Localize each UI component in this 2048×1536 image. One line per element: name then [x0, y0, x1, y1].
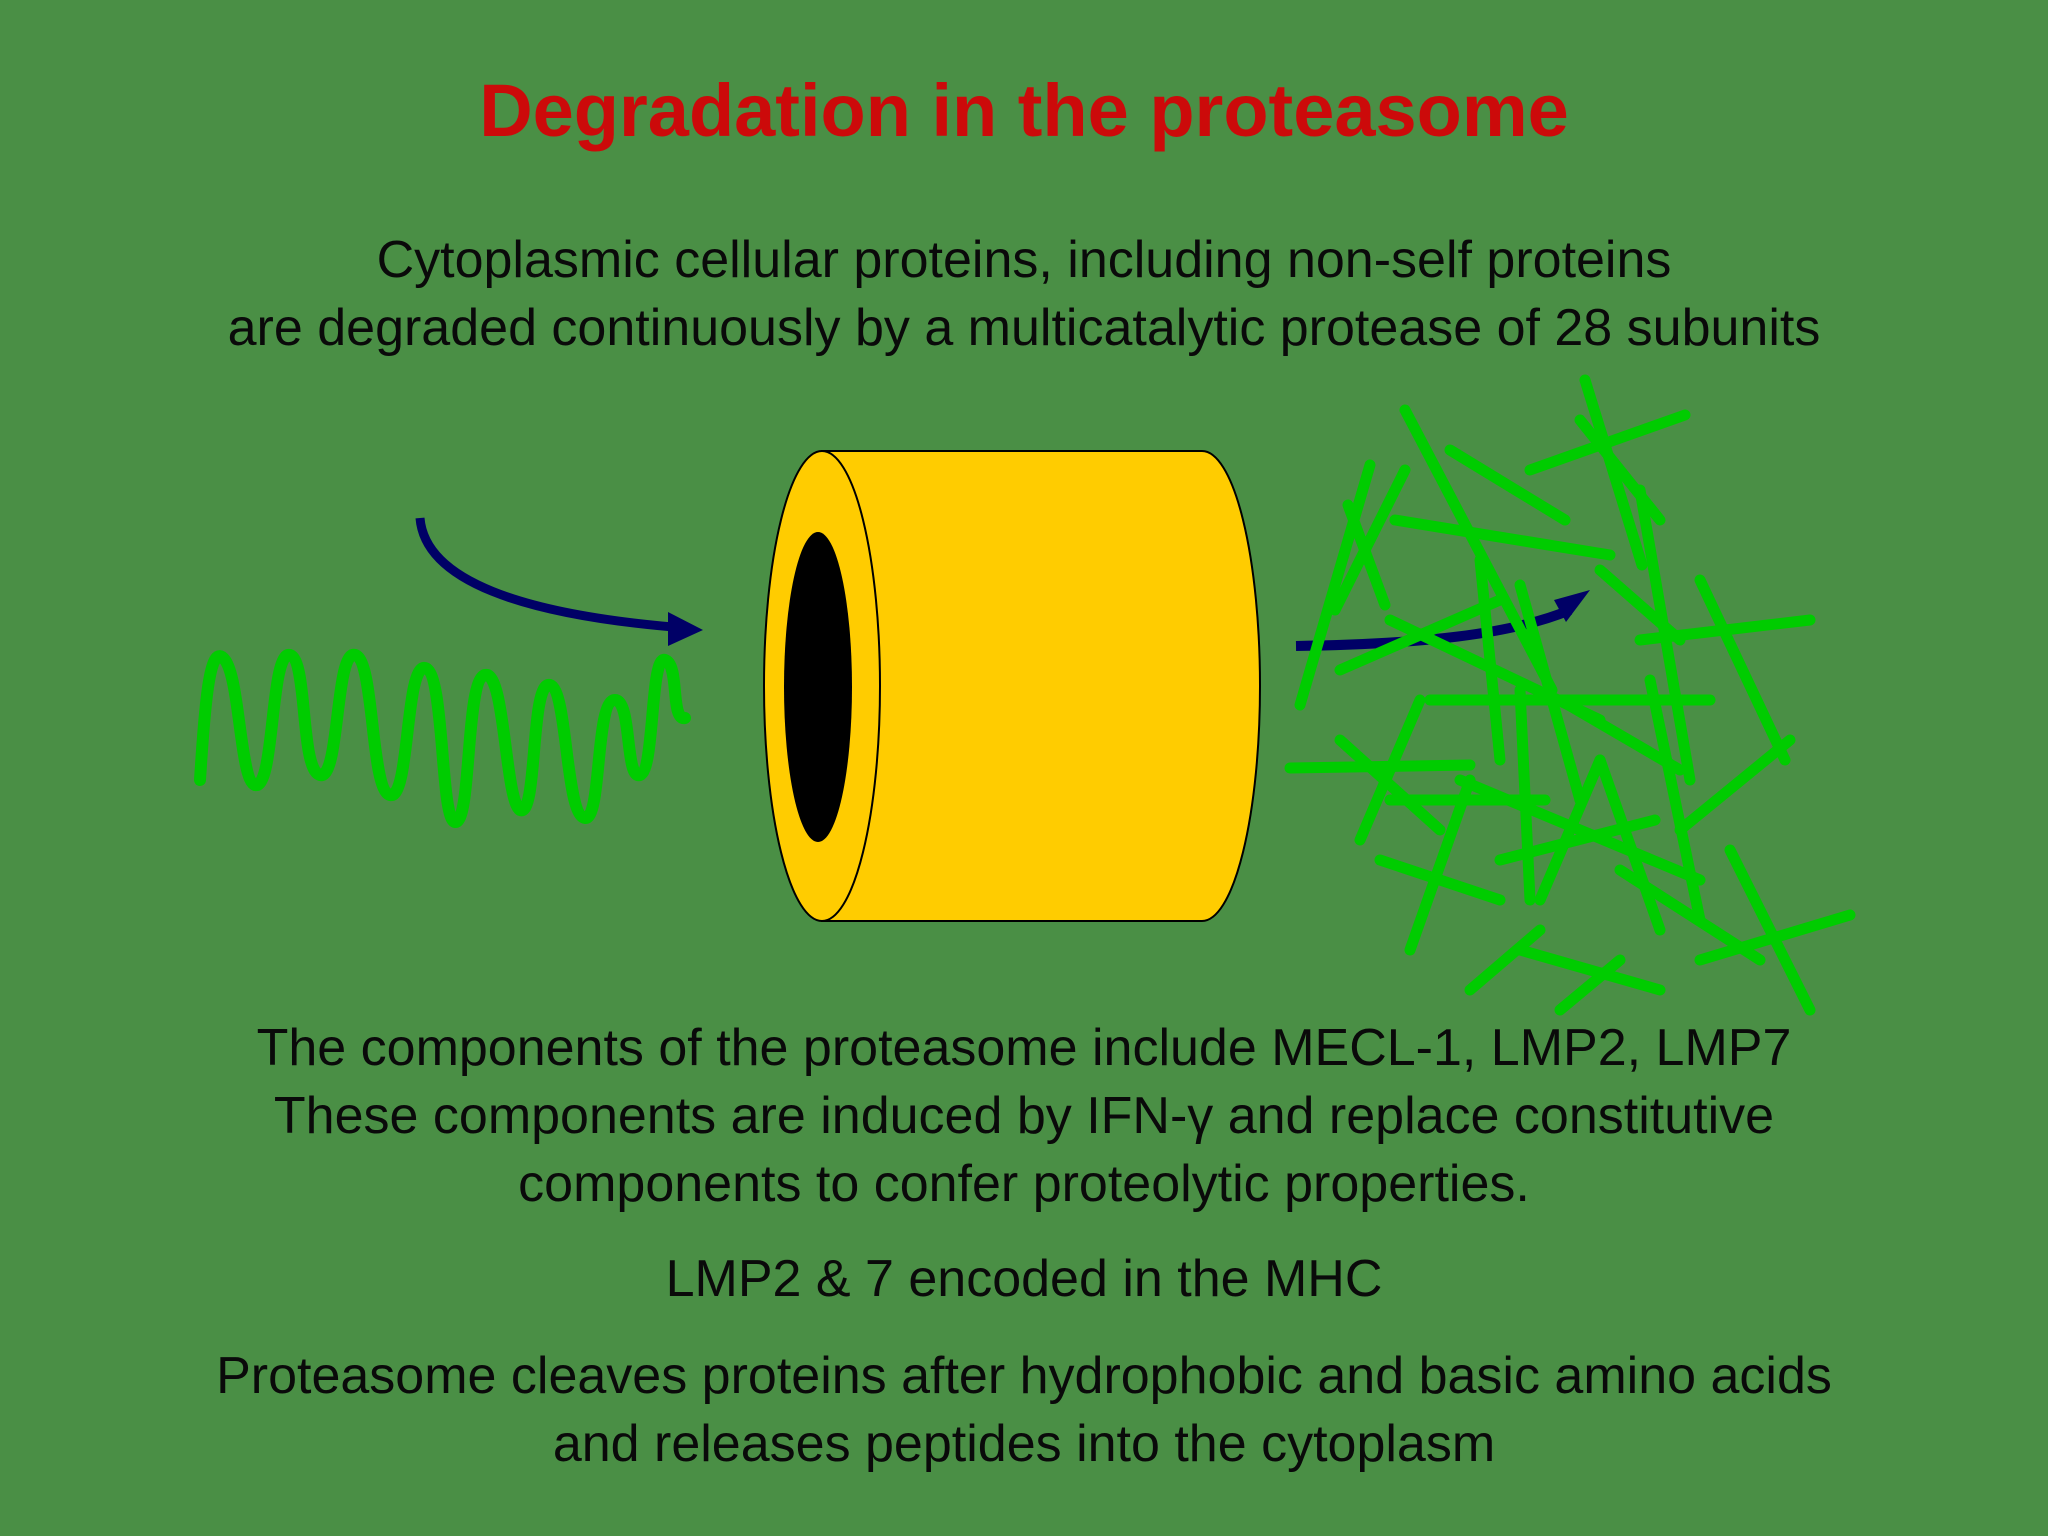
- incoming-arrow: [415, 517, 686, 633]
- outgoing-arrow: [1295, 605, 1572, 651]
- proteasome: [763, 450, 1261, 922]
- intro-line: Cytoplasmic cellular proteins, including…: [376, 231, 1672, 289]
- lmp-note-line: LMP2 & 7 encoded in the MHC: [665, 1250, 1383, 1308]
- components-line: components to confer proteolytic propert…: [518, 1155, 1530, 1213]
- components-text: The components of the proteasome include…: [0, 1014, 2048, 1218]
- slide-title: Degradation in the proteasome: [479, 69, 1569, 152]
- cleavage-line: and releases peptides into the cytoplasm: [552, 1415, 1496, 1473]
- incoming-arrowhead: [668, 612, 703, 646]
- protein-chain: [194, 649, 691, 828]
- components-line: The components of the proteasome include…: [256, 1019, 1792, 1077]
- cleavage-line: Proteasome cleaves proteins after hydrop…: [216, 1347, 1832, 1405]
- proteasome-body: [821, 450, 1261, 922]
- intro-text: Cytoplasmic cellular proteins, including…: [0, 226, 2048, 362]
- proteasome-opening: [784, 532, 852, 842]
- outgoing-arrowhead: [1554, 590, 1590, 622]
- lmp-note: LMP2 & 7 encoded in the MHC: [0, 1245, 2048, 1313]
- intro-line: are degraded continuously by a multicata…: [227, 299, 1821, 357]
- components-line: These components are induced by IFN-γ an…: [273, 1087, 1775, 1145]
- peptide-fragments: [1284, 374, 1856, 1016]
- cleavage-text: Proteasome cleaves proteins after hydrop…: [0, 1342, 2048, 1478]
